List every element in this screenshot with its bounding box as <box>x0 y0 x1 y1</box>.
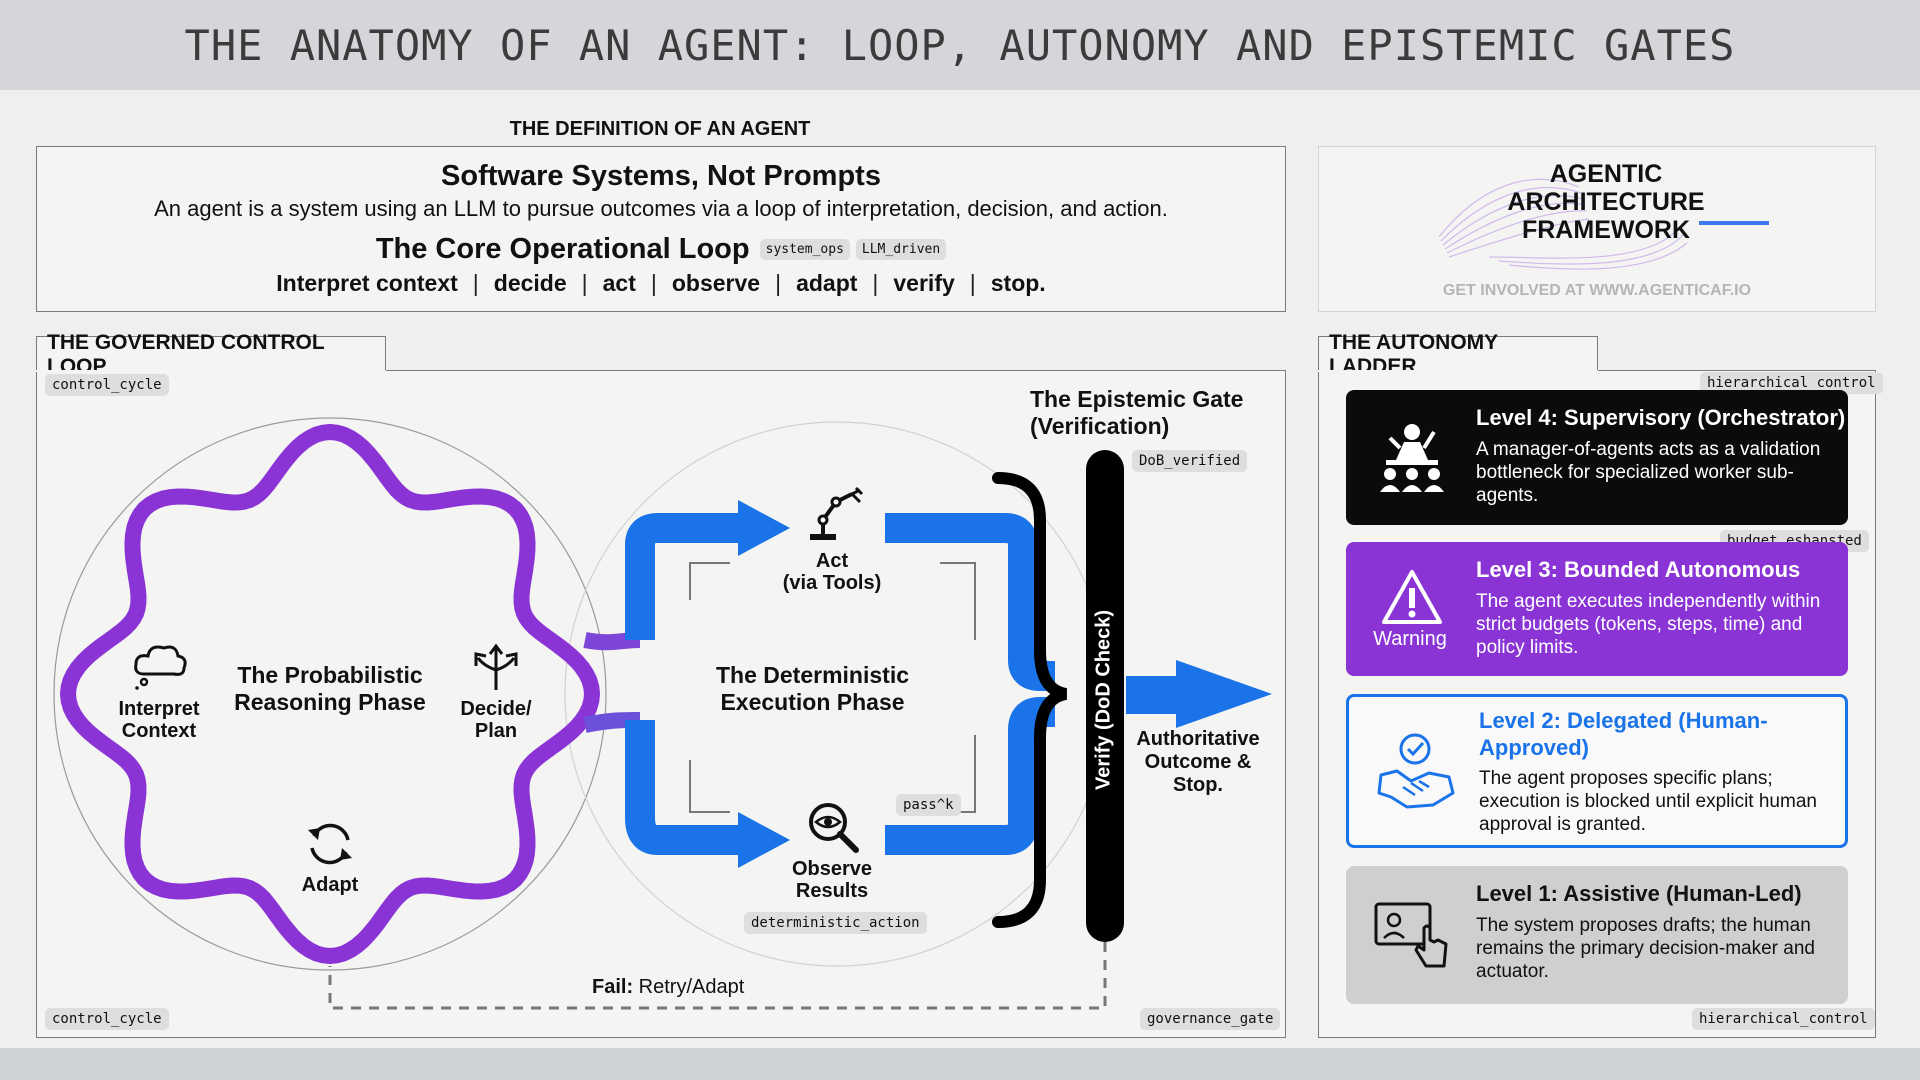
refresh-cycle-icon <box>308 823 352 865</box>
level-2-card: Level 2: Delegated (Human-Approved) The … <box>1346 694 1848 848</box>
tab-joint <box>1318 370 1598 372</box>
level-2-desc: The agent proposes specific plans; execu… <box>1479 768 1817 835</box>
step-item: stop. <box>990 270 1046 296</box>
get-involved-link[interactable]: GET INVOLVED AT WWW.AGENTICAF.IO <box>1442 282 1752 299</box>
robot-arm-icon <box>810 486 864 540</box>
act-tools-line: (via Tools) <box>782 572 882 594</box>
fail-keyword: Fail: <box>592 976 634 998</box>
observe-results-label: Observe Results <box>791 858 873 902</box>
level-1-title: Level 1: Assistive (Human-Led) <box>1476 881 1802 906</box>
act-line: Act <box>815 550 849 572</box>
tab-joint <box>36 370 386 372</box>
logo-title: AGENTIC ARCHITECTURE FRAMEWORK <box>1476 160 1736 244</box>
cloud-thought-icon <box>134 645 187 690</box>
level-2-title: Level 2: Delegated (Human-Approved) <box>1479 708 1768 760</box>
step-separator: | <box>650 270 657 296</box>
step-item: Interpret context <box>276 270 458 296</box>
magnifier-eye-icon <box>809 803 859 853</box>
tab-governed-control-loop: THE GOVERNED CONTROL LOOP <box>36 331 386 378</box>
definition-subtitle: An agent is a system using an LLM to pur… <box>154 196 1168 221</box>
tag-pass-k: pass^k <box>896 794 961 816</box>
warning-icon <box>1382 570 1442 624</box>
level-4-desc: A manager-of-agents acts as a validation… <box>1476 439 1821 506</box>
logo-wave-graphic <box>1438 178 1769 270</box>
step-separator: | <box>775 270 782 296</box>
gate-title-line: (Verification) <box>1030 413 1170 439</box>
loop-steps: Interpret context | decide | act | observe |… <box>36 270 1286 297</box>
tag-dob-verified: DoB_verified <box>1132 450 1248 472</box>
step-item: act <box>602 270 636 296</box>
verify-dod-label: Verify (DoD Check) <box>1092 609 1115 791</box>
adapt-label: Adapt <box>301 874 359 896</box>
fail-action: Retry/Adapt <box>633 976 745 998</box>
gate-title-line: The Epistemic Gate <box>1030 386 1244 412</box>
definition-heading: Software Systems, Not Prompts <box>441 160 881 192</box>
tag-hierarchical-control-top: hierarchical_control <box>1700 372 1883 394</box>
tag-deterministic-action: deterministic_action <box>744 912 927 934</box>
footer-bar <box>0 1048 1920 1080</box>
tag-governance-gate: governance_gate <box>1140 1008 1281 1030</box>
step-item: adapt <box>796 270 858 296</box>
act-label: Act (via Tools) <box>772 550 892 594</box>
reasoning-phase-label: The Probabilistic Reasoning Phase <box>234 662 426 715</box>
handshake-icon <box>1377 733 1455 809</box>
level-3-title: Level 3: Bounded Autonomous <box>1476 557 1801 582</box>
branding-box <box>1318 146 1876 312</box>
step-item: verify <box>893 270 955 296</box>
warning-label: Warning <box>1373 628 1447 650</box>
tag-llm-driven: LLM_driven <box>855 239 947 260</box>
header-bar: THE ANATOMY OF AN AGENT: LOOP, AUTONOMY … <box>0 0 1920 90</box>
tag-system-ops: system_ops <box>759 239 850 260</box>
tag-hierarchical-control-bottom: hierarchical_control <box>1692 1008 1875 1030</box>
step-separator: | <box>872 270 879 296</box>
step-item: decide <box>493 270 567 296</box>
tag-control-cycle-top: control_cycle <box>45 374 169 396</box>
page-title: THE ANATOMY OF AN AGENT: LOOP, AUTONOMY … <box>184 20 1736 70</box>
level-4-card: Level 4: Supervisory (Orchestrator) A ma… <box>1346 390 1848 525</box>
step-separator: | <box>472 270 479 296</box>
logo-line: FRAMEWORK <box>1521 216 1691 244</box>
level-1-desc: The system proposes drafts; the human re… <box>1476 915 1815 982</box>
interpret-context-label: Interpret Context <box>118 698 200 742</box>
logo-line: ARCHITECTURE <box>1507 188 1705 216</box>
core-loop-title: The Core Operational Loop <box>375 233 750 265</box>
step-item: observe <box>671 270 761 296</box>
touch-screen-icon <box>1374 902 1448 968</box>
logo-line: AGENTIC <box>1549 160 1663 188</box>
core-loop-heading: The Core Operational Loop system_ops LLM… <box>36 233 1286 266</box>
level-4-title: Level 4: Supervisory (Orchestrator) <box>1476 405 1846 430</box>
definition-section-title: THE DEFINITION OF AN AGENT <box>509 118 811 140</box>
orchestrator-icon <box>1380 424 1444 492</box>
execution-phase-label: The Deterministic Execution Phase <box>716 662 909 715</box>
level-1-card: Level 1: Assistive (Human-Led) The syste… <box>1346 866 1848 1004</box>
authoritative-outcome-label: Authoritative Outcome & Stop. <box>1136 728 1260 796</box>
epistemic-gate-title: The Epistemic Gate (Verification) <box>1030 386 1243 440</box>
fork-arrows-icon <box>474 643 518 690</box>
step-separator: | <box>581 270 588 296</box>
tag-control-cycle-bottom: control_cycle <box>45 1008 169 1030</box>
fail-retry-label: Fail: Retry/Adapt <box>592 976 744 999</box>
step-separator: | <box>969 270 976 296</box>
level-3-desc: The agent executes independently within … <box>1476 591 1821 658</box>
definition-box <box>36 146 1286 312</box>
decide-plan-label: Decide/ Plan <box>460 698 532 742</box>
tab-autonomy-ladder: THE AUTONOMY LADDER <box>1318 331 1598 378</box>
level-3-card: Warning Level 3: Bounded Autonomous The … <box>1346 542 1848 676</box>
